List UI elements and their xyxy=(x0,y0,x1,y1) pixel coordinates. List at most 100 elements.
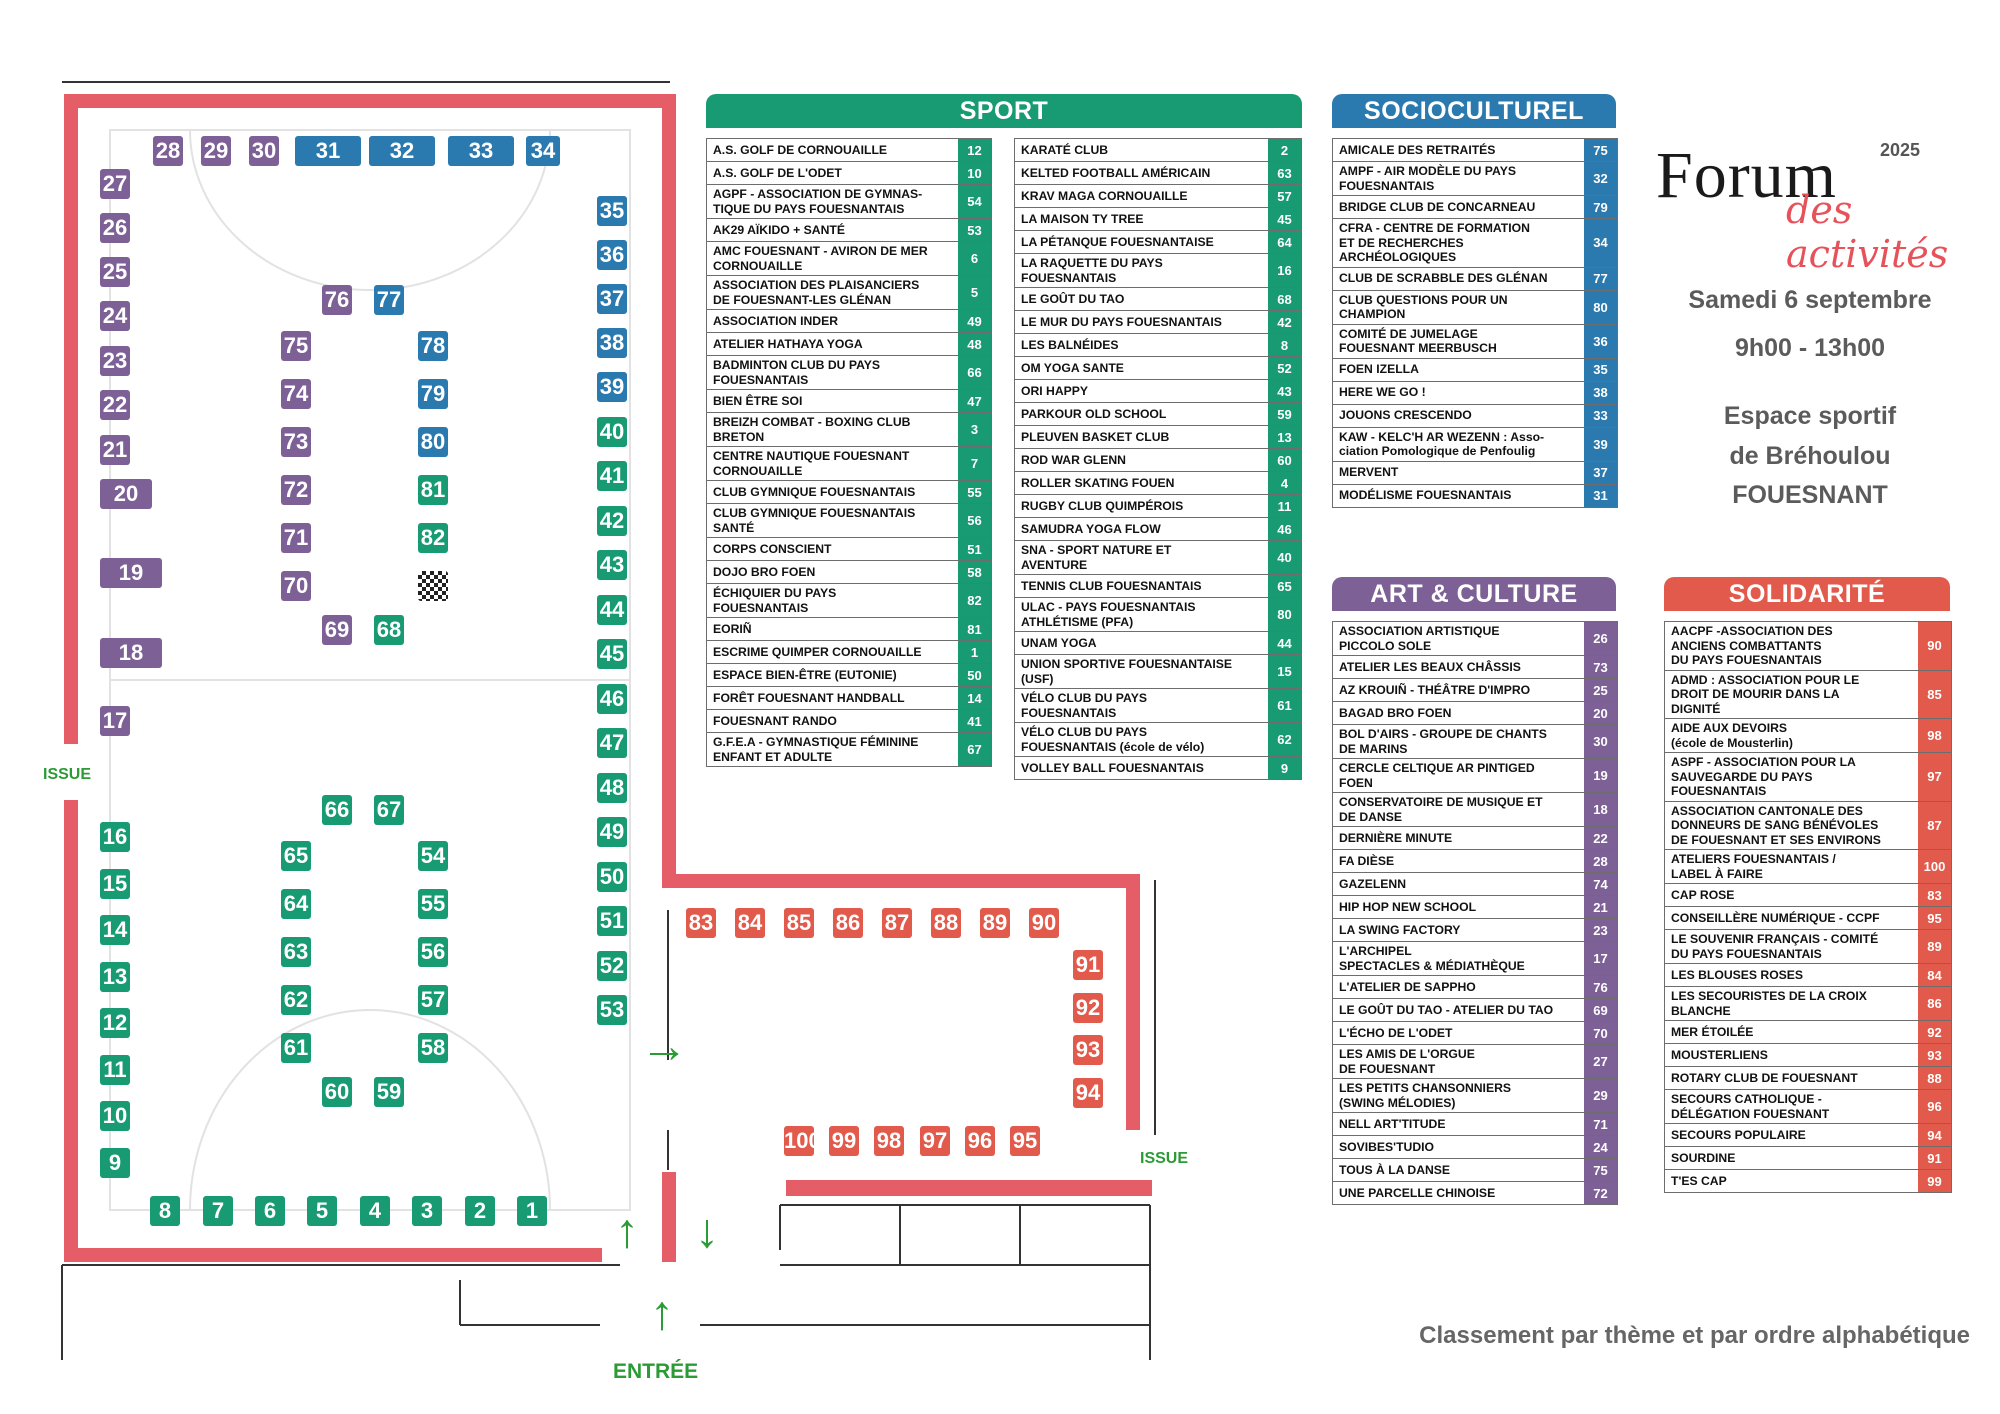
stand-5: 5 xyxy=(307,1196,337,1226)
association-name: BREIZH COMBAT - BOXING CLUB BRETON xyxy=(713,415,911,444)
stand-number: 55 xyxy=(958,481,991,503)
stand-number: 91 xyxy=(1918,1147,1951,1169)
stand-37: 37 xyxy=(597,284,627,314)
association-name: AMPF - AIR MODÈLE DU PAYS FOUESNANTAIS xyxy=(1339,164,1516,193)
association-name: UNION SPORTIVE FOUESNANTAISE (USF) xyxy=(1021,657,1233,686)
association-name: HIP HOP NEW SCHOOL xyxy=(1339,899,1477,914)
association-name: ESPACE BIEN-ÊTRE (EUTONIE) xyxy=(713,667,897,682)
stand-number: 33 xyxy=(1584,404,1617,427)
stand-86: 86 xyxy=(833,908,863,938)
list-item: PARKOUR OLD SCHOOL 59 xyxy=(1015,402,1301,425)
stand-60: 60 xyxy=(322,1077,352,1107)
stand-54: 54 xyxy=(418,841,448,871)
stand-22: 22 xyxy=(100,390,130,420)
association-name: ASSOCIATION DES PLAISANCIERS DE FOUESNAN… xyxy=(713,278,920,307)
stand-3: 3 xyxy=(412,1196,442,1226)
stand-91: 91 xyxy=(1073,950,1103,980)
association-name: ASPF - ASSOCIATION POUR LA SAUVEGARDE DU… xyxy=(1671,755,1856,798)
stand-number: 25 xyxy=(1584,679,1617,701)
arrow-right-icon: → xyxy=(640,1020,688,1073)
stand-number: 59 xyxy=(1268,403,1301,425)
list-item: RUGBY CLUB QUIMPÉROIS 11 xyxy=(1015,494,1301,517)
stand-number: 46 xyxy=(1268,518,1301,540)
venue-line-2: de Bréhoulou xyxy=(1729,442,1891,470)
stand-number: 31 xyxy=(1584,484,1617,507)
association-name: GAZELENN xyxy=(1339,876,1407,891)
stand-number: 75 xyxy=(1584,1159,1617,1181)
stand-56: 56 xyxy=(418,937,448,967)
association-name: A.S. GOLF DE CORNOUAILLE xyxy=(713,142,888,157)
stand-number: 81 xyxy=(958,618,991,640)
association-name: BAGAD BRO FOEN xyxy=(1339,705,1452,720)
stand-number: 11 xyxy=(1268,495,1301,517)
association-name: PARKOUR OLD SCHOOL xyxy=(1021,406,1167,421)
stand-59: 59 xyxy=(374,1077,404,1107)
association-name: DERNIÈRE MINUTE xyxy=(1339,830,1453,845)
stand-number: 65 xyxy=(1268,575,1301,597)
footer-note: Classement par thème et par ordre alphab… xyxy=(1419,1322,1970,1349)
stand-53: 53 xyxy=(597,995,627,1025)
association-name: FA DIÈSE xyxy=(1339,853,1395,868)
stand-92: 92 xyxy=(1073,993,1103,1023)
stand-30: 30 xyxy=(249,136,279,166)
exit-label-left: ISSUE xyxy=(43,766,92,783)
stand-number: 26 xyxy=(1584,622,1617,655)
stand-number: 62 xyxy=(1268,723,1301,756)
stand-10: 10 xyxy=(100,1101,130,1131)
association-name: L'ATELIER DE SAPPHO xyxy=(1339,979,1476,994)
stand-2: 2 xyxy=(465,1196,495,1226)
association-name: AMICALE DES RETRAITÉS xyxy=(1339,142,1496,157)
forum-title: Forum xyxy=(1656,139,1838,212)
association-name: TENNIS CLUB FOUESNANTAIS xyxy=(1021,578,1202,593)
stand-number: 57 xyxy=(1268,185,1301,207)
stand-number: 28 xyxy=(1584,850,1617,872)
stand-number: 41 xyxy=(958,710,991,732)
stand-99: 99 xyxy=(829,1126,859,1156)
section-header: SPORT xyxy=(706,94,1302,128)
association-name: BADMINTON CLUB DU PAYS FOUESNANTAIS xyxy=(713,358,881,387)
stand-number: 100 xyxy=(1918,850,1951,883)
stand-21: 21 xyxy=(100,435,130,465)
stand-61: 61 xyxy=(281,1033,311,1063)
association-name: CORPS CONSCIENT xyxy=(713,541,832,556)
stand-28: 28 xyxy=(153,136,183,166)
stand-31: 31 xyxy=(295,136,361,166)
stand-number: 80 xyxy=(1584,290,1617,324)
list-item: ASSOCIATION DES PLAISANCIERS DE FOUESNAN… xyxy=(707,275,991,309)
stand-55: 55 xyxy=(418,889,448,919)
stand-chessboard-icon xyxy=(418,571,448,601)
stand-number: 14 xyxy=(958,687,991,709)
association-name: LA MAISON TY TREE xyxy=(1021,211,1144,226)
association-name: RUGBY CLUB QUIMPÉROIS xyxy=(1021,498,1184,513)
list-item: SECOURS CATHOLIQUE - DÉLÉGATION FOUESNAN… xyxy=(1665,1089,1951,1123)
stand-number: 93 xyxy=(1918,1044,1951,1066)
association-name: CONSERVATOIRE DE MUSIQUE ET DE DANSE xyxy=(1339,795,1543,824)
stand-72: 72 xyxy=(281,475,311,505)
stand-16: 16 xyxy=(100,822,130,852)
stand-26: 26 xyxy=(100,213,130,243)
